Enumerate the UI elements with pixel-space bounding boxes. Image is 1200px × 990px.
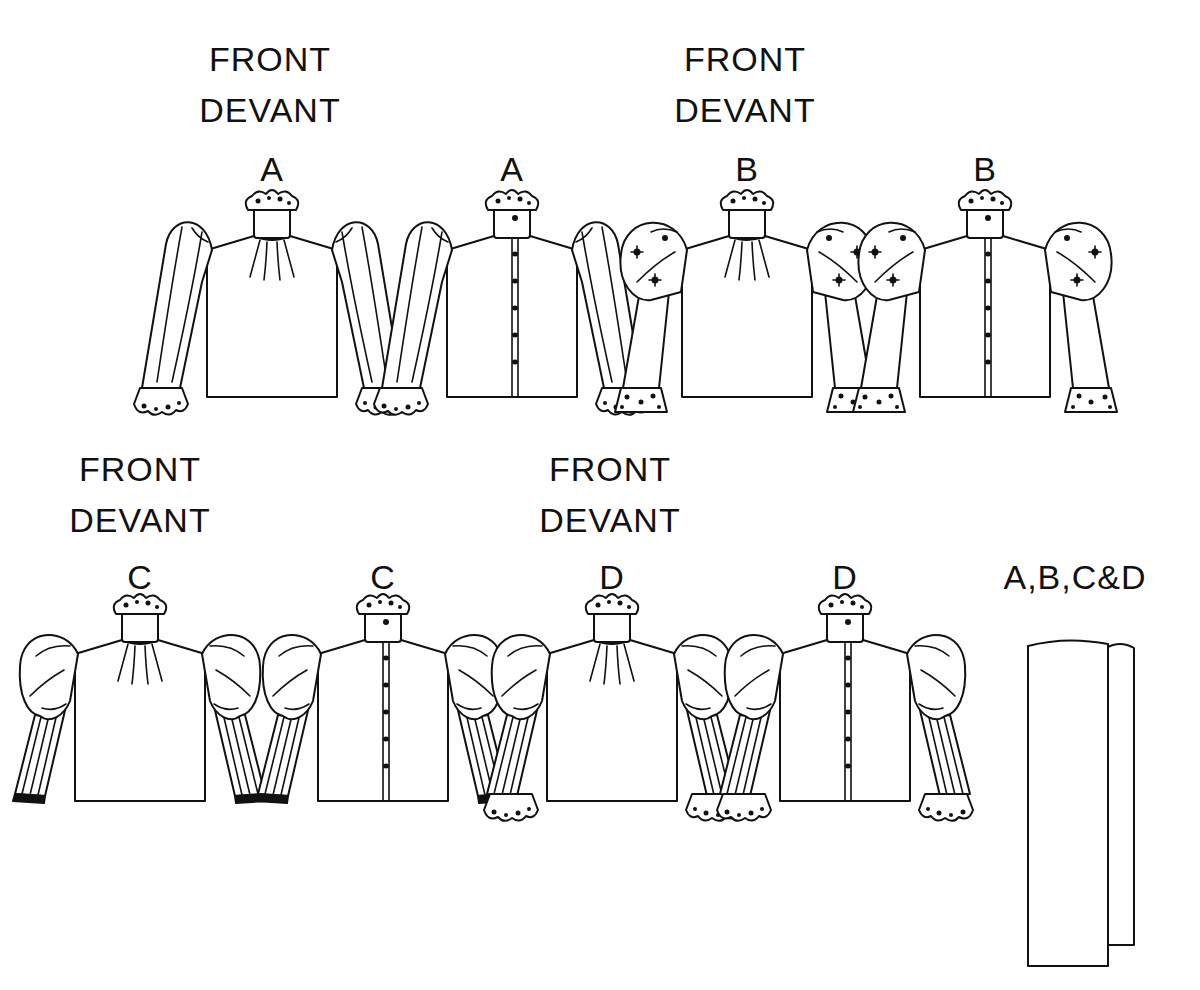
view-heading: DEVANT (674, 91, 815, 130)
view-letter: B (973, 150, 997, 189)
view-letter: D (832, 558, 858, 597)
view-heading: FRONT (209, 40, 331, 79)
view-letter: A,B,C&D (1003, 558, 1146, 597)
view-letter: C (127, 558, 153, 597)
view-heading: FRONT (549, 450, 671, 489)
view-letter: A (500, 150, 524, 189)
view-heading: FRONT (684, 40, 806, 79)
view-letter: C (370, 558, 396, 597)
view-heading: DEVANT (539, 501, 680, 540)
view-letter: B (735, 150, 759, 189)
view-heading: DEVANT (69, 501, 210, 540)
view-heading: FRONT (79, 450, 201, 489)
view-letter: A (260, 150, 284, 189)
view-letter: D (599, 558, 625, 597)
view-heading: DEVANT (199, 91, 340, 130)
